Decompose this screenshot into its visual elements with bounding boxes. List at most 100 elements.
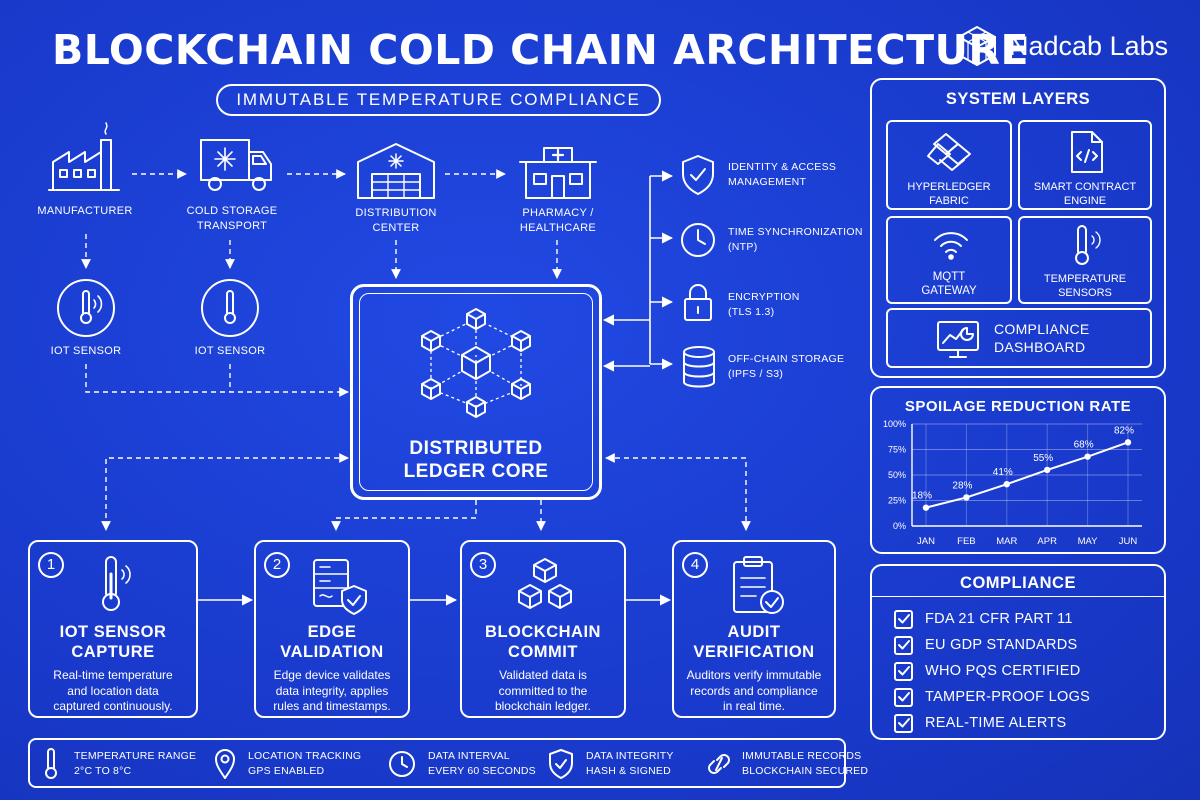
node-label: COLD STORAGE TRANSPORT bbox=[186, 205, 278, 232]
node-label: IOT SENSOR bbox=[50, 345, 122, 357]
chart-point bbox=[1044, 466, 1051, 474]
node-label: IOT SENSOR bbox=[194, 345, 266, 357]
layer-compliance-dashboard: COMPLIANCE DASHBOARD bbox=[886, 308, 1152, 368]
footer-value: 2°C TO 8°C bbox=[74, 765, 132, 777]
compliance-item: TAMPER-PROOF LOGS bbox=[894, 684, 1090, 710]
step-title: IOT SENSOR CAPTURE bbox=[59, 623, 167, 661]
node-label: PHARMACY / HEALTHCARE bbox=[519, 207, 597, 234]
clipboard-check-icon bbox=[733, 556, 784, 614]
step-number: 1 bbox=[38, 552, 64, 578]
footer-title: DATA INTERVAL bbox=[428, 750, 510, 762]
chart-y-tick: 50% bbox=[888, 470, 906, 480]
node-pharmacy: PHARMACY / HEALTHCARE bbox=[503, 140, 613, 236]
system-layers-title: SYSTEM LAYERS bbox=[945, 90, 1091, 108]
footer-title: LOCATION TRACKING bbox=[248, 750, 362, 762]
location-pin-icon bbox=[215, 749, 235, 779]
step-title: BLOCKCHAIN COMMIT bbox=[485, 623, 601, 661]
chart-data-label: 41% bbox=[993, 467, 1013, 478]
step-blockchain-commit: 3 BLOCKCHAIN COMMIT Validated data is co… bbox=[460, 540, 626, 718]
step-iot-sensor-capture: 1 IOT SENSOR CAPTURE Real-time temperatu… bbox=[28, 540, 198, 718]
compliance-item: WHO PQS CERTIFIED bbox=[894, 658, 1090, 684]
page-title: BLOCKCHAIN COLD CHAIN ARCHITECTURE bbox=[52, 26, 1029, 74]
shield-check-icon bbox=[549, 749, 573, 779]
warehouse-icon bbox=[357, 143, 435, 199]
compliance-item: EU GDP STANDARDS bbox=[894, 632, 1090, 658]
thermometer-wave-icon bbox=[1075, 225, 1101, 265]
chart-point bbox=[1003, 480, 1010, 488]
footer-value: EVERY 60 SECONDS bbox=[428, 765, 536, 777]
chart-data-label: 68% bbox=[1074, 440, 1094, 451]
service-label: IDENTITY & ACCESS MANAGEMENT bbox=[728, 161, 837, 188]
step-description: Real-time temperature and location data … bbox=[53, 668, 173, 713]
chart-point bbox=[1084, 453, 1091, 460]
brand-logo: Nadcab Labs bbox=[955, 20, 1168, 72]
step-number: 3 bbox=[470, 552, 496, 578]
footer-value: BLOCKCHAIN SECURED bbox=[742, 765, 869, 777]
chart-y-tick: 25% bbox=[888, 496, 906, 506]
step-number: 4 bbox=[682, 552, 708, 578]
step-description: Edge device validates data integrity, ap… bbox=[273, 668, 391, 713]
layer-label: HYPERLEDGER FABRIC bbox=[907, 181, 991, 207]
check-icon bbox=[894, 609, 913, 629]
chart-x-tick: FEB bbox=[957, 536, 975, 547]
layer-mqtt-gateway: MQTT GATEWAY bbox=[886, 216, 1012, 304]
step-edge-validation: 2 EDGE VALIDATION Edge device validates … bbox=[254, 540, 410, 718]
chart-x-tick: APR bbox=[1037, 536, 1057, 547]
layer-hyperledger-fabric: HYPERLEDGER FABRIC bbox=[886, 120, 1012, 210]
page-subtitle: IMMUTABLE TEMPERATURE COMPLIANCE bbox=[216, 84, 661, 116]
brand-name: Nadcab Labs bbox=[1009, 30, 1169, 61]
blocks-icon bbox=[518, 558, 572, 609]
chart-y-tick: 100% bbox=[883, 419, 906, 429]
step-title: EDGE VALIDATION bbox=[280, 623, 384, 661]
chart-data-label: 28% bbox=[952, 480, 972, 491]
node-iot-sensor-2: IOT SENSOR bbox=[194, 278, 266, 359]
chart-y-tick: 0% bbox=[893, 521, 906, 531]
footer-value: HASH & SIGNED bbox=[586, 765, 671, 777]
system-layers-panel: SYSTEM LAYERS HYPERLEDGER FABRIC SMART C… bbox=[870, 78, 1166, 378]
layer-label: MQTT GATEWAY bbox=[921, 271, 977, 297]
node-iot-sensor-1: IOT SENSOR bbox=[50, 278, 122, 359]
compliance-list: FDA 21 CFR PART 11 EU GDP STANDARDS WHO … bbox=[894, 606, 1090, 736]
step-number: 2 bbox=[264, 552, 290, 578]
node-label: DISTRIBUTION CENTER bbox=[355, 207, 437, 234]
thermometer-icon bbox=[201, 279, 259, 337]
ledger-core-panel: DISTRIBUTED LEDGER CORE bbox=[350, 284, 602, 500]
server-shield-icon bbox=[313, 559, 367, 615]
check-icon bbox=[894, 687, 913, 707]
node-label: MANUFACTURER bbox=[37, 205, 133, 217]
chart-x-tick: JUN bbox=[1119, 536, 1138, 547]
chart-y-tick: 75% bbox=[888, 445, 906, 455]
step-description: Auditors verify immutable records and co… bbox=[686, 668, 822, 713]
chart-data-label: 82% bbox=[1114, 425, 1134, 436]
step-description: Validated data is committed to the block… bbox=[494, 668, 592, 713]
brand-cube-icon bbox=[958, 26, 996, 66]
database-icon bbox=[683, 346, 715, 388]
pharmacy-icon bbox=[519, 147, 597, 199]
layer-label: TEMPERATURE SENSORS bbox=[1043, 273, 1127, 299]
thermometer-icon bbox=[45, 748, 57, 779]
ledger-core-label: DISTRIBUTED LEDGER CORE bbox=[403, 438, 549, 482]
chart-point bbox=[922, 504, 930, 511]
clock-icon bbox=[681, 223, 715, 257]
thermometer-icon bbox=[57, 279, 115, 337]
lock-icon bbox=[684, 284, 712, 321]
service-label: TIME SYNCHRONIZATION (NTP) bbox=[728, 226, 863, 253]
chart-x-tick: MAY bbox=[1078, 536, 1099, 547]
layer-temperature-sensors: TEMPERATURE SENSORS bbox=[1018, 216, 1152, 304]
truck-icon bbox=[200, 139, 272, 191]
compliance-item: FDA 21 CFR PART 11 bbox=[894, 606, 1090, 632]
footer-title: TEMPERATURE RANGE bbox=[74, 750, 197, 762]
wifi-icon bbox=[934, 232, 968, 260]
footer-item-temperature: TEMPERATURE RANGE 2°C TO 8°C bbox=[42, 748, 196, 780]
layer-smart-contract-engine: SMART CONTRACT ENGINE bbox=[1018, 120, 1152, 210]
chart-data-label: 18% bbox=[912, 491, 932, 502]
chart-title: SPOILAGE REDUCTION RATE bbox=[904, 398, 1132, 415]
chart-x-tick: MAR bbox=[996, 536, 1017, 547]
step-title: AUDIT VERIFICATION bbox=[693, 623, 815, 661]
chain-link-icon bbox=[708, 754, 730, 774]
compliance-item: REAL-TIME ALERTS bbox=[894, 710, 1090, 736]
